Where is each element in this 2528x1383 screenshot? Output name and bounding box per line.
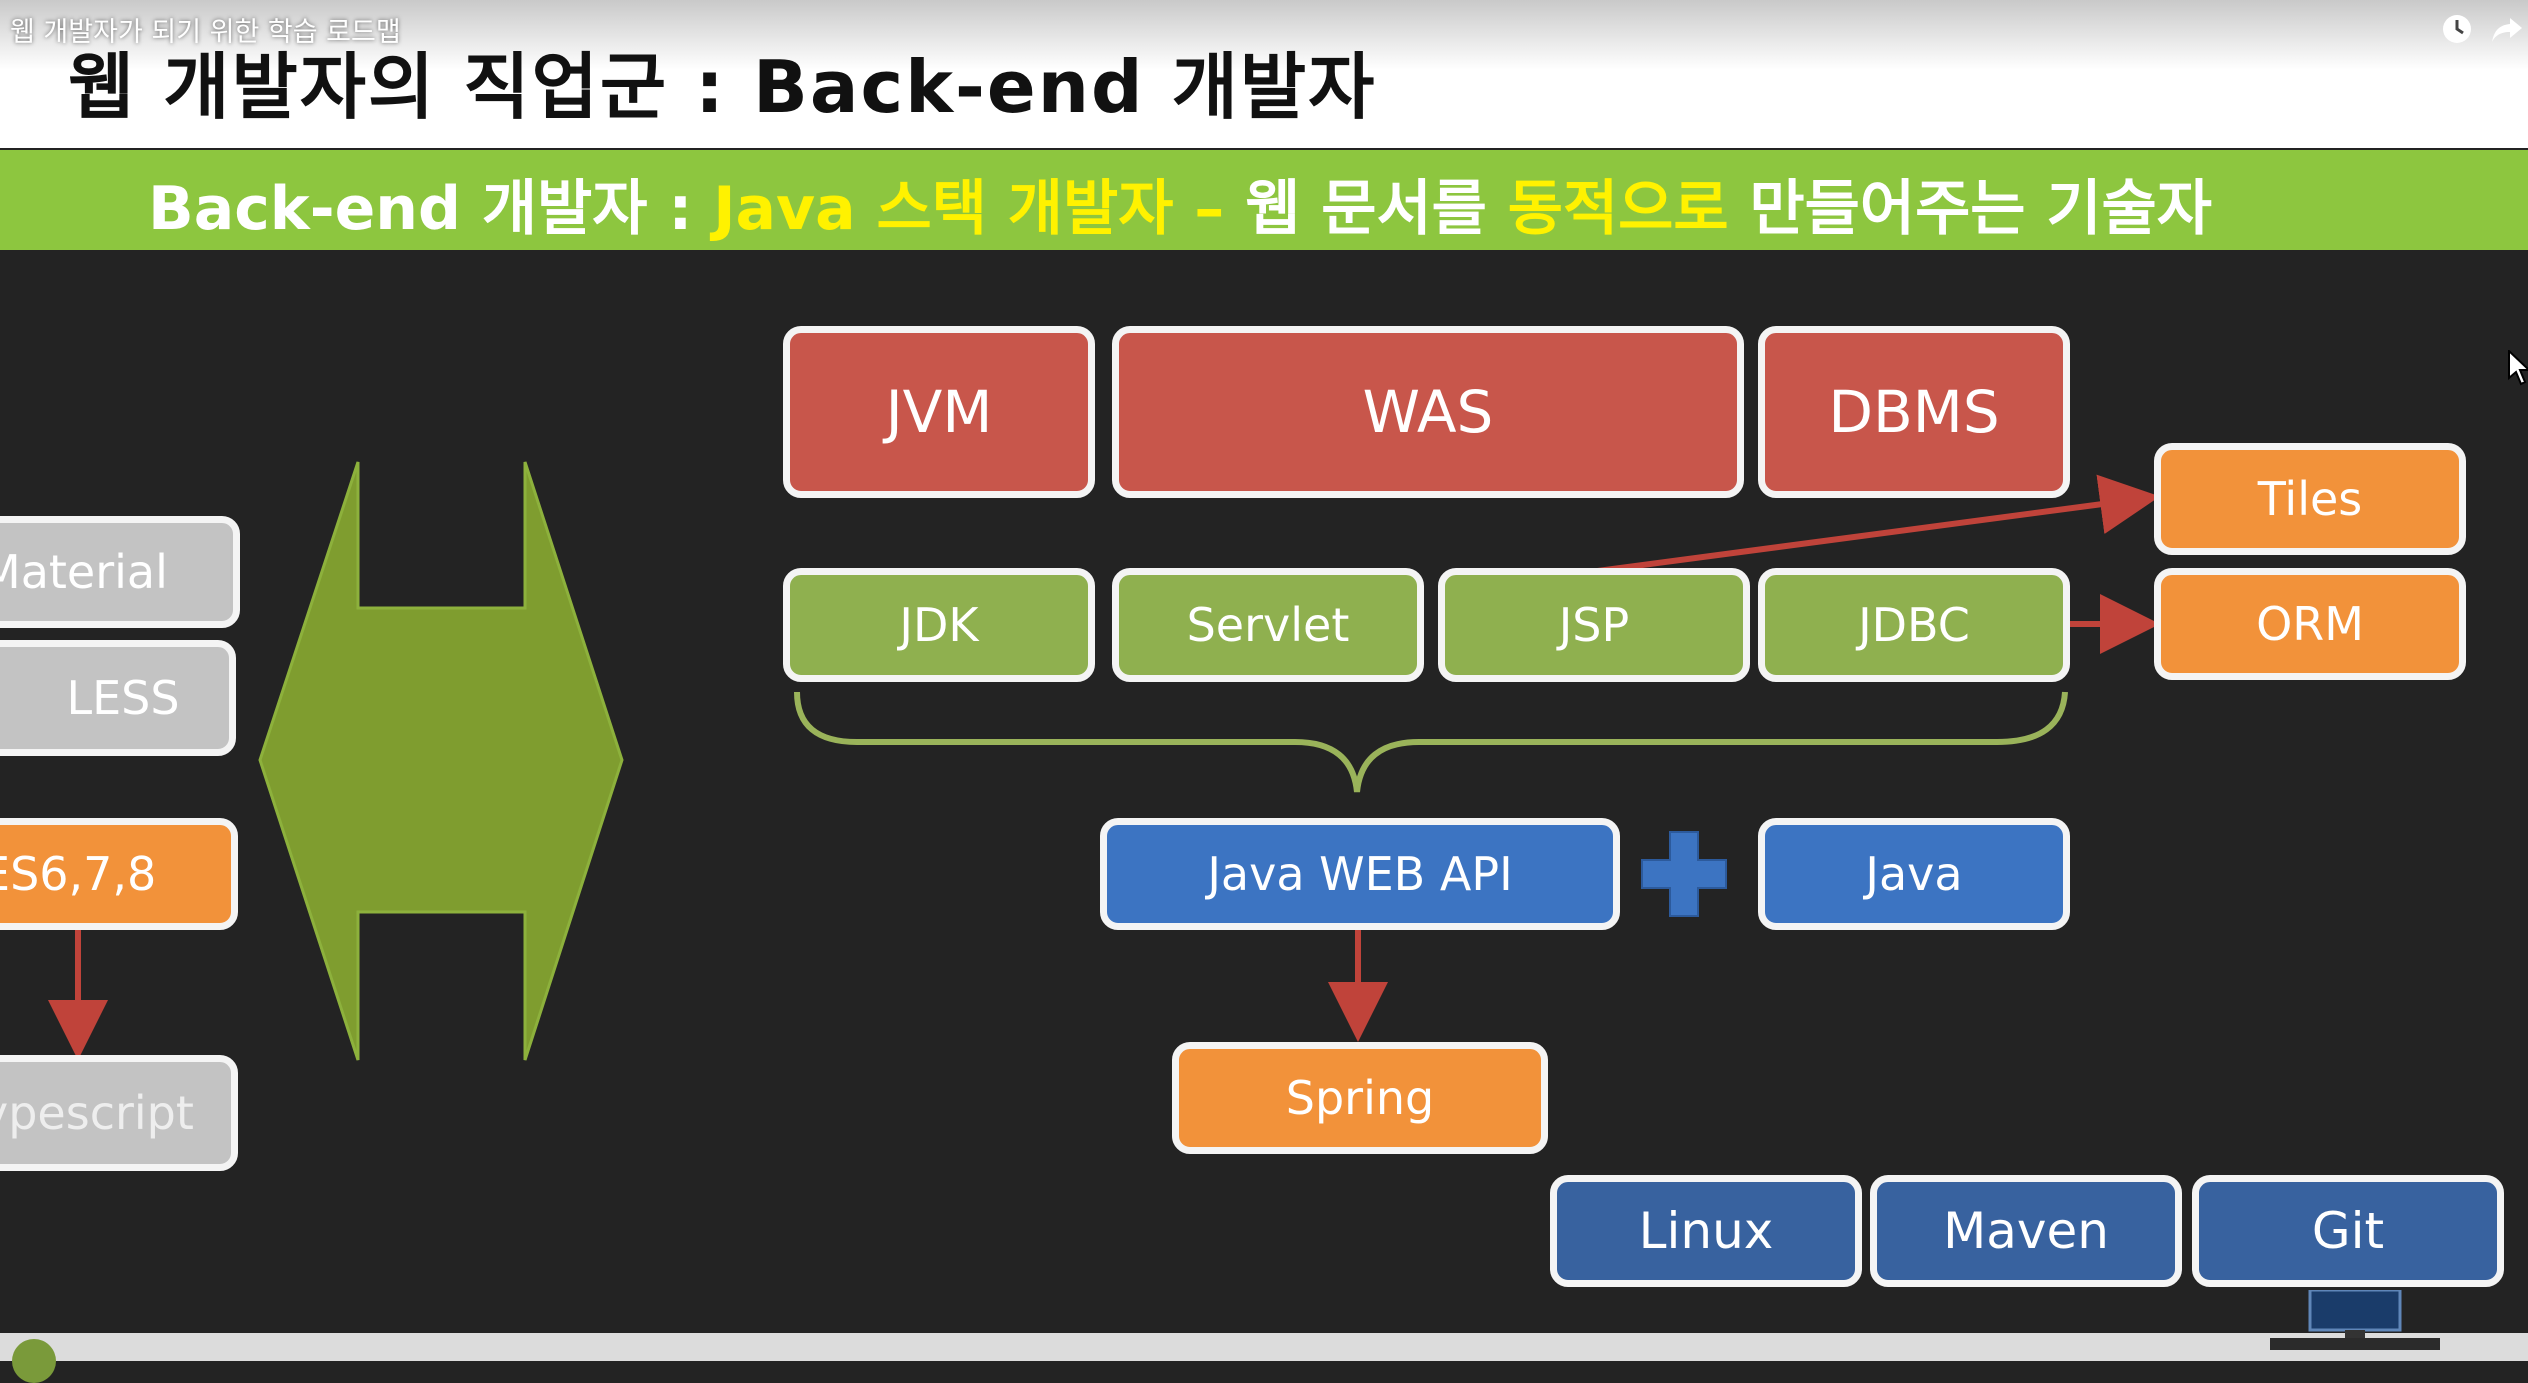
box-jdk: JDK [783,568,1095,682]
box-material: Material [0,516,240,628]
box-spring: Spring [1172,1042,1548,1154]
box-servlet: Servlet [1112,568,1424,682]
box-git: Git [2192,1175,2504,1287]
slide-title: 웹 개발자의 직업군 : Back-end 개발자 [68,45,1377,129]
box-java-web-api: Java WEB API [1100,818,1620,930]
clock-icon[interactable] [2440,12,2474,46]
slide-footer-strip [0,1333,2528,1361]
box-jdbc: JDBC [1758,568,2070,682]
box-jvm: JVM [783,326,1095,498]
banner-part-3: 웹 문서를 [1245,174,1508,244]
box-was: WAS [1112,326,1744,498]
plus-icon [1641,831,1727,917]
video-title[interactable]: 웹 개발자가 되기 위한 학습 로드맵 [10,17,401,48]
mouse-cursor-icon [2508,348,2528,390]
banner-part-4: 동적으로 [1507,174,1729,244]
banner-part-2: Java 스택 개발자 – [713,174,1246,244]
computer-icon [2270,1288,2440,1350]
box-jsp: JSP [1438,568,1750,682]
share-icon[interactable] [2490,12,2524,46]
box-less: LESS [0,640,236,756]
subtitle-banner: Back-end 개발자 : Java 스택 개발자 – 웹 문서를 동적으로 … [0,150,2528,250]
box-orm: ORM [2154,568,2466,680]
double-arrow-shape [258,461,624,1061]
banner-part-5: 만들어주는 기술자 [1728,174,2212,244]
banner-part-1: Back-end 개발자 : [148,174,714,244]
brace-shape [794,691,2068,793]
jsp-to-tiles-arrow [1589,474,2160,575]
box-typescript: ypescript [0,1055,238,1171]
box-linux: Linux [1550,1175,1862,1287]
box-tiles: Tiles [2154,443,2466,555]
slide-title-bar: 웹 개발자의 직업군 : Back-end 개발자 [0,0,2528,148]
box-es678: ES6,7,8 [0,818,238,930]
box-maven: Maven [1870,1175,2182,1287]
footer-logo-icon [12,1339,56,1383]
banner-text: Back-end 개발자 : Java 스택 개발자 – 웹 문서를 동적으로 … [148,160,2212,247]
box-java: Java [1758,818,2070,930]
box-dbms: DBMS [1758,326,2070,498]
